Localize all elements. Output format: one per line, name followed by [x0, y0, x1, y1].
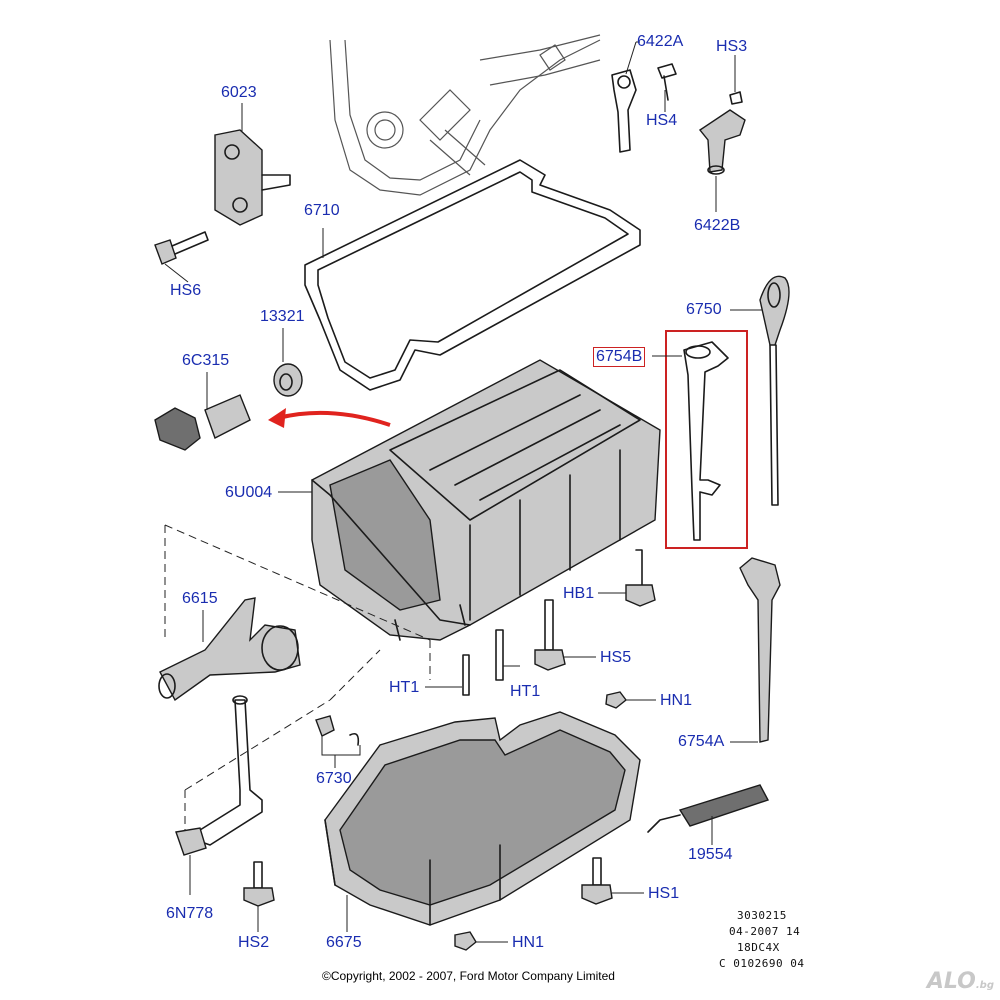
dipstick-tube-6754a: [730, 557, 781, 743]
engine-block-outline: [329, 34, 601, 196]
part-label-ht1-left[interactable]: HT1: [389, 679, 420, 696]
drain-plug-6730: [315, 715, 361, 768]
sealant-tube-19554: [647, 784, 770, 845]
part-label-6422b[interactable]: 6422B: [694, 217, 741, 234]
direction-arrow: [277, 410, 391, 427]
gasket-6710: [304, 159, 641, 391]
part-label-hn1-upper[interactable]: HN1: [660, 692, 693, 709]
watermark-suffix: .bg: [975, 980, 994, 991]
part-label-6754a[interactable]: 6754A: [678, 733, 725, 750]
reference-code-line: 18DC4X: [737, 941, 780, 954]
part-label-hs2[interactable]: HS2: [238, 934, 270, 951]
nut-hn1-lower: [454, 931, 508, 951]
part-label-6c315[interactable]: 6C315: [182, 352, 230, 369]
stud-ht1-left: [425, 654, 470, 696]
bolt-hs1: [581, 857, 644, 905]
oil-tube-6n778: [175, 695, 263, 895]
part-label-hs3[interactable]: HS3: [716, 38, 748, 55]
assembly-dashed-lines: [164, 524, 431, 830]
part-label-6023[interactable]: 6023: [221, 84, 257, 101]
stud-ht1-right: [495, 629, 520, 681]
nut-hn1-upper: [605, 691, 656, 709]
dipstick-tube-6754b: [652, 330, 748, 549]
part-label-6754b[interactable]: 6754B: [593, 347, 646, 367]
bolt-hs6: [154, 231, 209, 283]
part-label-19554[interactable]: 19554: [688, 846, 733, 863]
bolt-hb1: [598, 549, 656, 607]
reference-code-line: 3030215: [737, 909, 787, 922]
part-label-6n778[interactable]: 6N778: [166, 905, 214, 922]
part-label-13321[interactable]: 13321: [260, 308, 305, 325]
part-label-hs5[interactable]: HS5: [600, 649, 632, 666]
crankshaft-seal-6c315: [154, 372, 251, 451]
part-label-hs1[interactable]: HS1: [648, 885, 680, 902]
oil-pickup-6615: [158, 597, 301, 702]
reference-code-line: 04-2007 14: [729, 925, 801, 938]
copyright-notice: ©Copyright, 2002 - 2007, Ford Motor Comp…: [322, 969, 615, 983]
bracket-6023: [214, 103, 291, 226]
dipstick-6750: [730, 275, 790, 506]
part-label-6675[interactable]: 6675: [326, 934, 362, 951]
part-label-hb1[interactable]: HB1: [563, 585, 595, 602]
bolt-hs5: [534, 599, 596, 671]
seal-13321: [273, 328, 303, 397]
part-label-hs4[interactable]: HS4: [646, 112, 678, 129]
part-label-6u004[interactable]: 6U004: [225, 484, 273, 501]
watermark-text: ALO: [926, 969, 976, 994]
lower-oil-pan-6675: [324, 711, 641, 932]
part-label-hs6[interactable]: HS6: [170, 282, 202, 299]
watermark-logo: ALO.bg: [927, 969, 994, 994]
part-label-hn1-lower[interactable]: HN1: [512, 934, 545, 951]
part-label-6710[interactable]: 6710: [304, 202, 340, 219]
bolt-hs2: [243, 861, 275, 932]
upper-oil-pan-6u004: [278, 359, 661, 641]
direction-arrowhead: [268, 408, 286, 428]
part-label-6615[interactable]: 6615: [182, 590, 218, 607]
reference-code-line: C 0102690 04: [719, 957, 805, 970]
hose-6422a: [611, 41, 640, 153]
part-label-6750[interactable]: 6750: [686, 301, 722, 318]
reference-code-block: 3030215 04-2007 14 18DC4X C 0102690 04: [719, 908, 804, 972]
bolt-hs4: [657, 63, 677, 112]
breather-6422b: [698, 55, 746, 212]
part-label-ht1-right[interactable]: HT1: [510, 683, 541, 700]
part-label-6730[interactable]: 6730: [316, 770, 352, 787]
part-label-6422a[interactable]: 6422A: [637, 33, 684, 50]
